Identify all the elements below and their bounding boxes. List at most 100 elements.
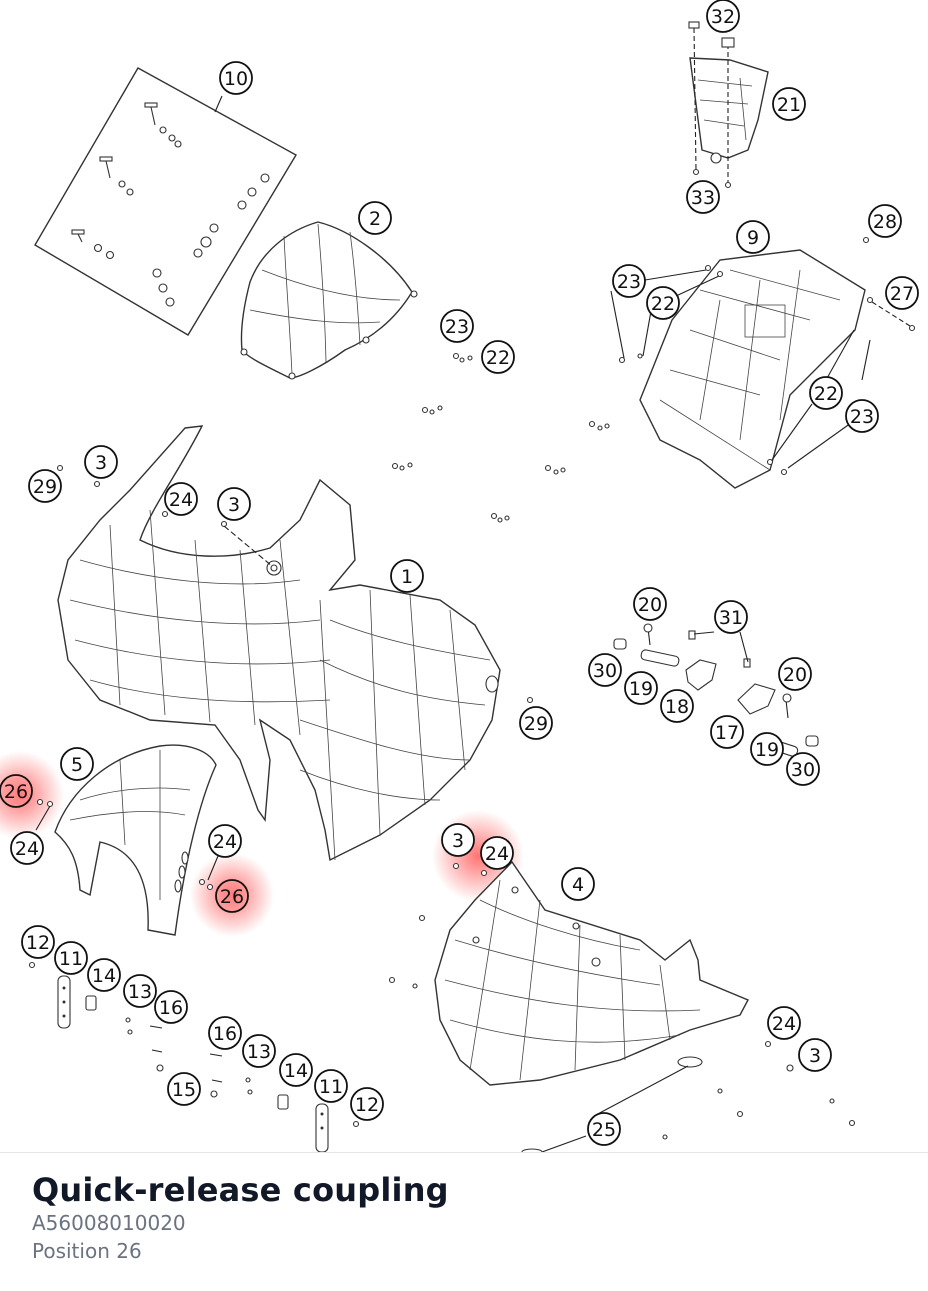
callout-24[interactable]: 24	[164, 482, 198, 516]
callout-23[interactable]: 23	[845, 399, 879, 433]
part-number: A56008010020	[32, 1211, 186, 1235]
callout-27[interactable]: 27	[885, 276, 919, 310]
callout-label: 13	[128, 981, 152, 1003]
callout-ring	[28, 469, 62, 503]
callout-5[interactable]: 5	[60, 747, 94, 781]
callout-13[interactable]: 13	[242, 1034, 276, 1068]
callout-ring	[208, 1016, 242, 1050]
callout-20[interactable]: 20	[778, 657, 812, 691]
callout-label: 16	[159, 997, 183, 1019]
callout-28[interactable]: 28	[868, 204, 902, 238]
callout-label: 3	[452, 830, 464, 852]
callout-label: 1	[401, 566, 413, 588]
callout-9[interactable]: 9	[736, 220, 770, 254]
callout-12[interactable]: 12	[350, 1087, 384, 1121]
callout-3[interactable]: 3	[84, 445, 118, 479]
callout-24[interactable]: 24	[10, 831, 44, 865]
callout-label: 24	[772, 1013, 796, 1035]
callout-14[interactable]: 14	[279, 1053, 313, 1087]
callout-ring	[686, 180, 720, 214]
callout-10[interactable]: 10	[219, 61, 253, 95]
callout-24[interactable]: 24	[767, 1006, 801, 1040]
callout-4[interactable]: 4	[561, 867, 595, 901]
part-position: Position 26	[32, 1239, 142, 1263]
callout-12[interactable]: 12	[21, 925, 55, 959]
callout-label: 26	[4, 781, 28, 803]
callout-label: 20	[783, 664, 807, 686]
callout-19[interactable]: 19	[624, 671, 658, 705]
callout-label: 33	[691, 187, 715, 209]
callout-label: 26	[220, 886, 244, 908]
callout-label: 24	[213, 831, 237, 853]
callout-ring	[736, 220, 770, 254]
part-name: Quick-release coupling	[32, 1171, 449, 1209]
callout-label: 22	[814, 383, 838, 405]
callout-3[interactable]: 3	[441, 823, 475, 857]
callout-11[interactable]: 11	[314, 1069, 348, 1103]
callout-18[interactable]: 18	[660, 689, 694, 723]
callout-label: 19	[629, 678, 653, 700]
callout-24[interactable]: 24	[208, 824, 242, 858]
callout-label: 17	[715, 722, 739, 744]
callout-ring	[350, 1087, 384, 1121]
callout-3[interactable]: 3	[798, 1038, 832, 1072]
callout-label: 4	[572, 874, 584, 896]
callout-26-highlighted[interactable]: 26	[215, 879, 249, 913]
callout-30[interactable]: 30	[786, 752, 820, 786]
callout-23[interactable]: 23	[440, 309, 474, 343]
callout-label: 12	[355, 1094, 379, 1116]
callout-ring	[706, 0, 740, 33]
callout-32[interactable]: 32	[706, 0, 740, 33]
callout-ring	[390, 559, 424, 593]
callout-15[interactable]: 15	[167, 1072, 201, 1106]
callout-ring	[208, 824, 242, 858]
callout-25[interactable]: 25	[587, 1112, 621, 1146]
callout-13[interactable]: 13	[123, 974, 157, 1008]
callout-label: 24	[15, 838, 39, 860]
callout-14[interactable]: 14	[87, 958, 121, 992]
callout-24[interactable]: 24	[480, 836, 514, 870]
callout-ring	[154, 990, 188, 1024]
callout-ring	[772, 87, 806, 121]
part-1-front-fairing	[57, 425, 501, 862]
callout-29[interactable]: 29	[519, 706, 553, 740]
callout-ring	[10, 831, 44, 865]
callout-ring	[440, 309, 474, 343]
callout-26-highlighted[interactable]: 26	[0, 774, 33, 808]
callout-ring	[710, 715, 744, 749]
callout-ring	[845, 399, 879, 433]
diagram-canvas: 3221331022892322272322222329324312031301…	[0, 0, 919, 1152]
callout-16[interactable]: 16	[208, 1016, 242, 1050]
callout-33[interactable]: 33	[686, 180, 720, 214]
callout-label: 20	[638, 594, 662, 616]
callout-31[interactable]: 31	[714, 600, 748, 634]
callout-23[interactable]: 23	[612, 264, 646, 298]
callout-ring	[123, 974, 157, 1008]
callout-ring	[587, 1112, 621, 1146]
callout-29[interactable]: 29	[28, 469, 62, 503]
callout-ring	[167, 1072, 201, 1106]
callout-17[interactable]: 17	[710, 715, 744, 749]
callout-label: 18	[665, 696, 689, 718]
callout-label: 25	[592, 1119, 616, 1141]
callout-label: 22	[486, 347, 510, 369]
callout-19[interactable]: 19	[750, 732, 784, 766]
callout-1[interactable]: 1	[390, 559, 424, 593]
callout-22[interactable]: 22	[646, 286, 680, 320]
callout-11[interactable]: 11	[54, 941, 88, 975]
callout-label: 27	[890, 283, 914, 305]
callout-20[interactable]: 20	[633, 587, 667, 621]
callout-label: 2	[369, 208, 381, 230]
callout-ring	[714, 600, 748, 634]
callout-16[interactable]: 16	[154, 990, 188, 1024]
callout-ring	[164, 482, 198, 516]
callout-30[interactable]: 30	[588, 653, 622, 687]
callout-label: 21	[777, 94, 801, 116]
callout-2[interactable]: 2	[358, 201, 392, 235]
callout-3[interactable]: 3	[217, 487, 251, 521]
callout-22[interactable]: 22	[481, 340, 515, 374]
callout-21[interactable]: 21	[772, 87, 806, 121]
callout-22[interactable]: 22	[809, 376, 843, 410]
callout-ring	[217, 487, 251, 521]
callout-label: 9	[747, 227, 759, 249]
